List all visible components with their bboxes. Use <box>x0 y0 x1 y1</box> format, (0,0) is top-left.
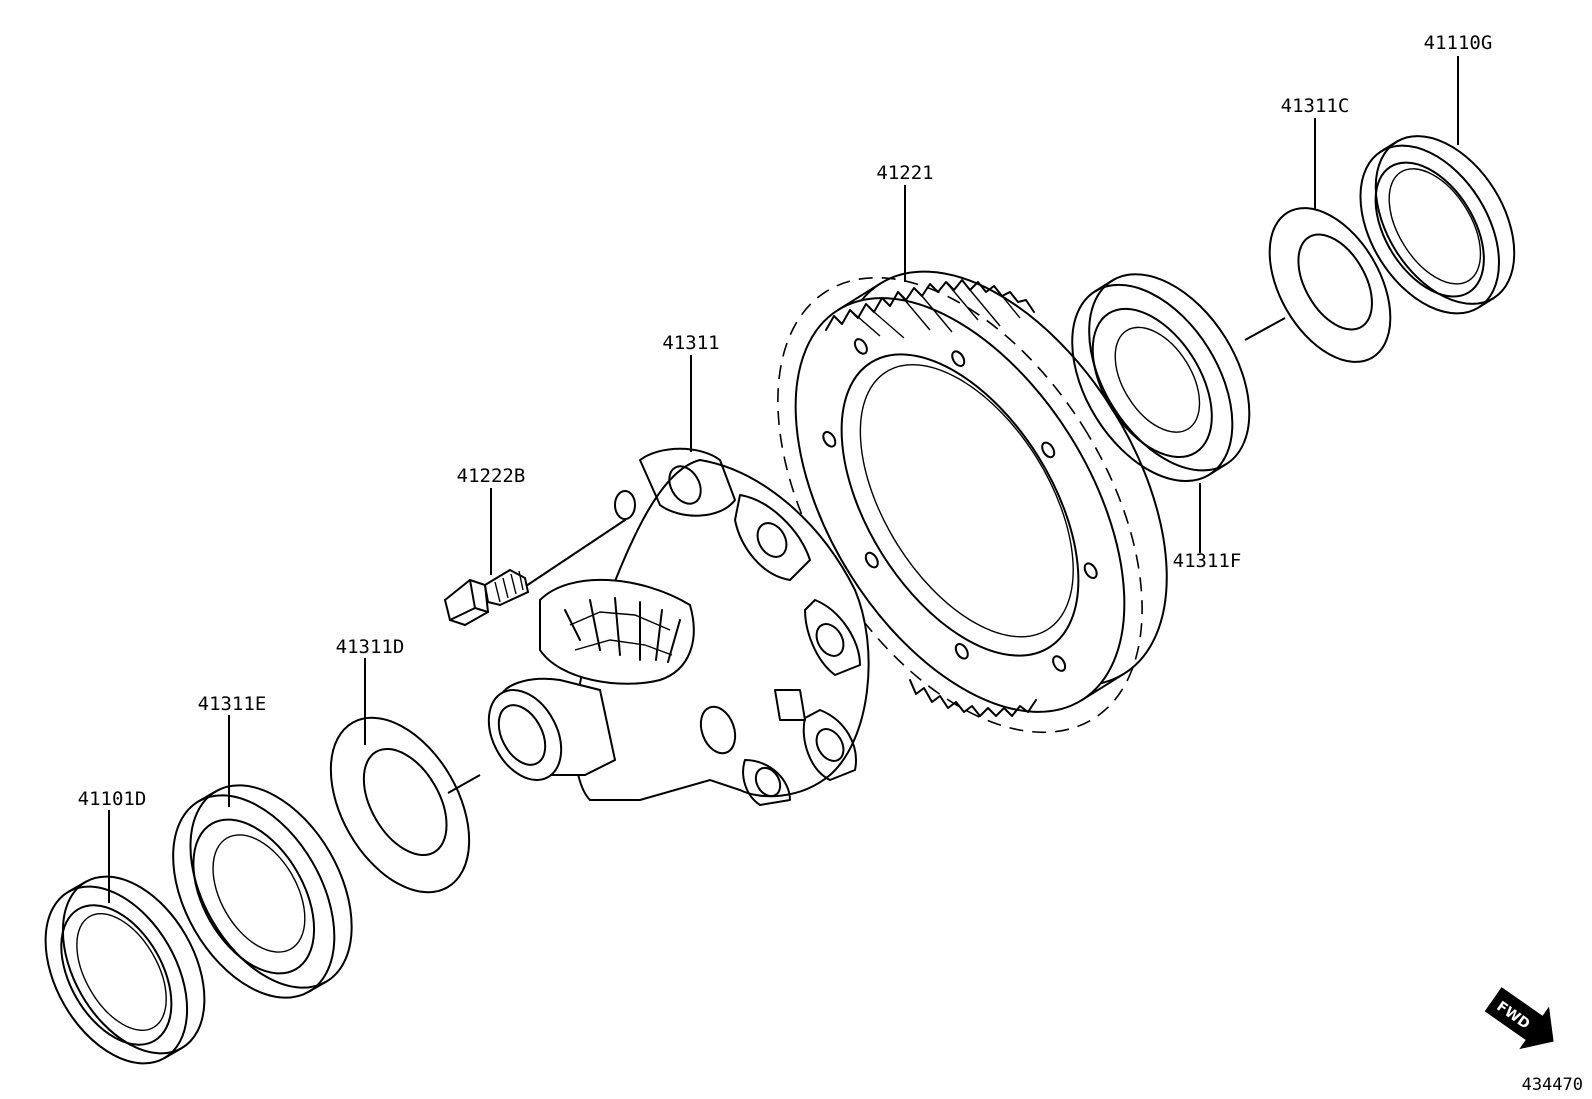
part-label-41311C[interactable]: 41311C <box>1281 95 1350 117</box>
assembly-axis-lines <box>447 317 1286 794</box>
diagram-reference-number: 434470 <box>1522 1075 1583 1095</box>
washer-41311D[interactable] <box>302 694 497 917</box>
leader-lines <box>108 56 1459 903</box>
part-label-41311F[interactable]: 41311F <box>1173 550 1242 572</box>
oil-seal-41110G[interactable] <box>1332 111 1543 338</box>
oil-seal-41101D[interactable] <box>16 852 233 1088</box>
washer-41311C[interactable] <box>1245 187 1416 382</box>
part-label-41311D[interactable]: 41311D <box>336 636 405 658</box>
part-label-41222B[interactable]: 41222B <box>457 465 526 487</box>
part-label-41110G[interactable]: 41110G <box>1424 32 1493 54</box>
part-label-41311[interactable]: 41311 <box>662 332 719 354</box>
part-labels: 41110G 41311C 41221 41311 41222B 41311F … <box>78 32 1493 810</box>
differential-case-41311[interactable] <box>474 447 870 806</box>
fwd-direction-arrow-icon: FWD <box>1484 987 1554 1050</box>
ring-gear-41221[interactable] <box>703 196 1247 796</box>
bolt-41222B[interactable] <box>443 568 530 627</box>
part-label-41221[interactable]: 41221 <box>876 162 933 184</box>
part-label-41101D[interactable]: 41101D <box>78 788 147 810</box>
bearing-41311E[interactable] <box>140 757 385 1026</box>
part-label-41311E[interactable]: 41311E <box>198 693 267 715</box>
